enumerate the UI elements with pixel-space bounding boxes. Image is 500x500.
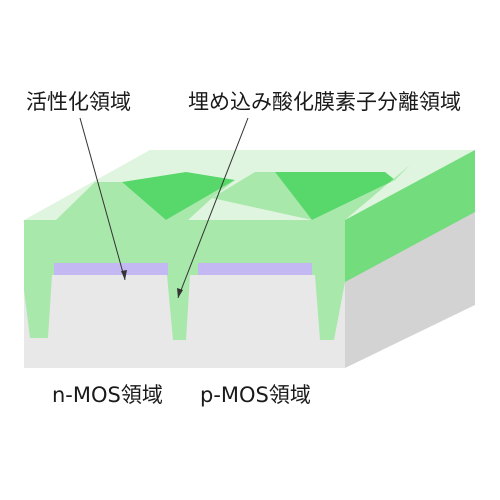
leader-line-sti (177, 117, 249, 299)
oxide-side-face (345, 150, 475, 282)
trench-left-floor (122, 172, 235, 220)
trench-right-floor (275, 172, 395, 220)
leader-arrowhead-sti (177, 288, 183, 298)
trench-right-slope-a (212, 172, 312, 220)
active-region-label: 活性化領域 (26, 90, 131, 114)
pmos-gate-layer (198, 263, 312, 275)
leader-line-active-region (79, 117, 126, 281)
sti-region-label: 埋め込み酸化膜素子分離領域 (188, 90, 461, 114)
nmos-region-label: n-MOS領域 (52, 383, 163, 407)
pmos-region-label: p-MOS領域 (200, 383, 311, 407)
trench-left-slope-a (56, 182, 166, 220)
nmos-gate-layer (54, 263, 168, 275)
leader-arrowhead-active-region (121, 270, 127, 280)
trench-left-slope-b (166, 180, 235, 220)
